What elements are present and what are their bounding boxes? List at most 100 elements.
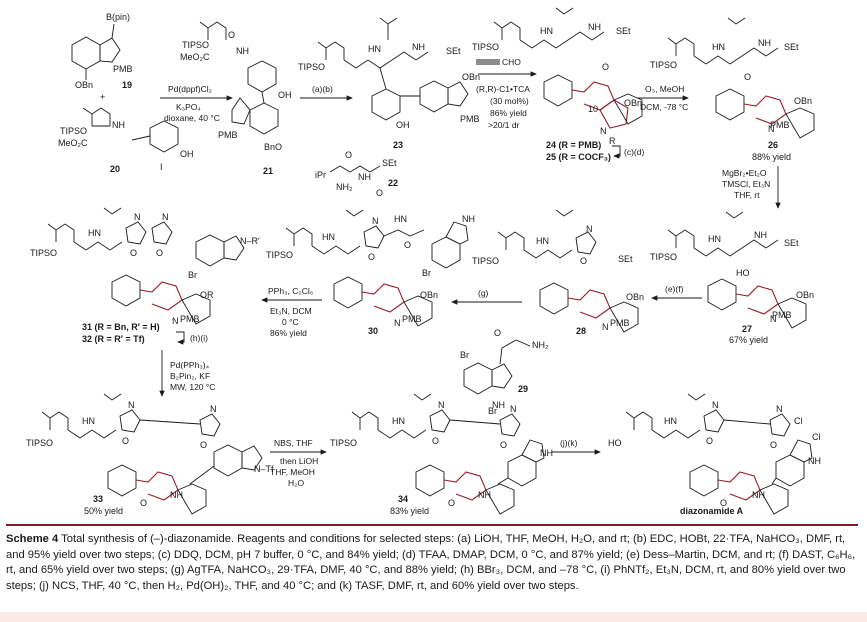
caption-label: Scheme 4: [6, 533, 59, 545]
step12-cond-2: then LiOH: [280, 456, 318, 466]
oh-label: OH: [180, 149, 194, 159]
o-label-33b: O: [200, 440, 207, 450]
nh-label-34b: NH: [478, 490, 491, 500]
compound-19-label: 19: [122, 80, 132, 90]
compound-19-structure: B(pin) PMB OBn 19 +: [71, 12, 133, 102]
compound-30-structure: TIPSO HN N O HN NH Br O OBn N PMB 30: [266, 209, 475, 336]
diazonamide-a-structure: HO HN N O N Cl O Cl NH NH O diazonamide …: [608, 393, 821, 516]
tipso-label-31: TIPSO: [30, 248, 57, 258]
n-label-34b: N: [510, 404, 517, 414]
pmb-label-21: PMB: [218, 130, 238, 140]
bpin-label: B(pin): [106, 12, 130, 22]
tipso-label-27: TIPSO: [650, 252, 677, 262]
tipso-label: TIPSO: [60, 126, 87, 136]
step11-cond-3: MW, 120 °C: [170, 382, 215, 392]
nh-label-33: NH: [170, 490, 183, 500]
o-label-31: O: [130, 248, 137, 258]
oh-label-21: OH: [278, 90, 292, 100]
o-label-30b: O: [404, 240, 411, 250]
step6-cond-1: MgBr₂•Et₂O: [722, 168, 767, 178]
tipso-label-28: TIPSO: [472, 256, 499, 266]
compound-28-label: 28: [576, 326, 586, 336]
pmb-label-26: PMB: [770, 120, 790, 130]
n-label-34: N: [438, 400, 445, 410]
yield-26: 88% yield: [752, 152, 791, 162]
br-label-34: Br: [488, 406, 497, 416]
compound-31-label: 31 (R = Bn, R′ = H): [82, 322, 160, 332]
nh-label-26: NH: [758, 38, 771, 48]
step9-cond-2: Et₃N, DCM: [270, 306, 312, 316]
compound-20-label: 20: [110, 164, 120, 174]
compound-34-structure: TIPSO HN N O N Br O NH NH O 34 83% yield: [330, 393, 553, 516]
yield-34: 83% yield: [390, 506, 429, 516]
hn-label-28: HN: [536, 236, 549, 246]
o-label-30: O: [368, 252, 375, 262]
tf-label-33: N–Tf: [254, 464, 274, 474]
n-label-27: N: [770, 314, 777, 324]
step5-cond-2: DCM, -78 °C: [640, 102, 688, 112]
step6-cond-3: THF, rt: [734, 190, 760, 200]
hn-label-24: HN: [540, 26, 553, 36]
arrow-step12: NBS, THF then LiOH THF, MeOH H₂O: [270, 438, 327, 488]
tipso-label-33: TIPSO: [26, 438, 53, 448]
compound-21-label: 21: [263, 166, 273, 176]
caption-background-band: [0, 612, 867, 622]
hn-label-final: HN: [664, 416, 677, 426]
o-label-final: O: [706, 436, 713, 446]
arrow-step13: (j)(k): [552, 438, 601, 455]
set-label-23: SEt: [446, 46, 461, 56]
o-label-21: O: [228, 30, 235, 40]
obn-label-28: OBn: [626, 292, 644, 302]
compound-23-label: 23: [393, 140, 403, 150]
pmb-label-30: PMB: [402, 314, 422, 324]
arrow-step5: O₃, MeOH DCM, -78 °C: [638, 84, 689, 112]
o-label-22: O: [345, 150, 352, 160]
set-label-27: SEt: [784, 238, 799, 248]
o-label-31b: O: [156, 248, 163, 258]
compound-29-structure: O NH₂ Br NH 29: [460, 328, 549, 410]
br-label-29: Br: [460, 350, 469, 360]
step11-cond-1: Pd(PPh₃)₄: [170, 360, 210, 370]
nh-label-final-b: NH: [752, 490, 765, 500]
hn-label-26: HN: [712, 42, 725, 52]
n-label-31b: N: [162, 212, 169, 222]
n-label-26: N: [768, 124, 775, 134]
arrow-step6: MgBr₂•Et₂O TMSCl, Et₃N THF, rt: [722, 166, 781, 209]
ipr-label: iPr: [315, 170, 326, 180]
o-label-34c: O: [448, 498, 455, 508]
step4-cond: (c)(d): [624, 147, 644, 157]
compound-21-structure: TIPSO MeO₂C NH O OH PMB BnO 21: [180, 21, 292, 176]
compound-25-label: 25 (R = COCF₃): [546, 152, 611, 162]
tipso-label-24: TIPSO: [472, 42, 499, 52]
rp-label-31: N–R′: [240, 236, 260, 246]
hn-label-27: HN: [708, 234, 721, 244]
nh-label-22: NH: [358, 172, 371, 182]
tipso-label-26: TIPSO: [650, 60, 677, 70]
hn-label-30: HN: [322, 232, 335, 242]
compound-30-label: 30: [368, 326, 378, 336]
compound-22-label: 22: [388, 178, 398, 188]
compound-24-label: 24 (R = PMB): [546, 140, 601, 150]
step3-cond-3: 86% yield: [490, 108, 527, 118]
or-label-31: OR: [200, 290, 214, 300]
step2-cond: (a)(b): [312, 84, 333, 94]
obn-label-26: OBn: [794, 96, 812, 106]
n-label-28b: N: [602, 322, 609, 332]
set-label-28: SEt: [618, 254, 633, 264]
pmb-label: PMB: [113, 64, 133, 74]
caption-text: Total synthesis of (–)-diazonamide. Reag…: [6, 533, 856, 592]
pmb-label-23: PMB: [460, 114, 480, 124]
step11-cond-2: B₂Pin₂, KF: [170, 371, 210, 381]
r-label-24: R: [609, 136, 616, 146]
ho-label-27: HO: [736, 268, 750, 278]
step9-cond-3: 0 °C: [282, 317, 299, 327]
br-label-31: Br: [188, 270, 197, 280]
compound-33-structure: TIPSO HN N O N O N–Tf NH O 33 50% yield: [26, 393, 274, 516]
oh-label-23: OH: [396, 120, 410, 130]
compound-27-structure: TIPSO HN NH SEt HO OBn N PMB 27 67% yiel…: [650, 211, 814, 345]
hn-label-31: HN: [88, 228, 101, 238]
nh-label: NH: [112, 120, 125, 130]
nh-label-27: NH: [754, 230, 767, 240]
diazonamide-a-label: diazonamide A: [680, 506, 744, 516]
compound-33-label: 33: [93, 494, 103, 504]
